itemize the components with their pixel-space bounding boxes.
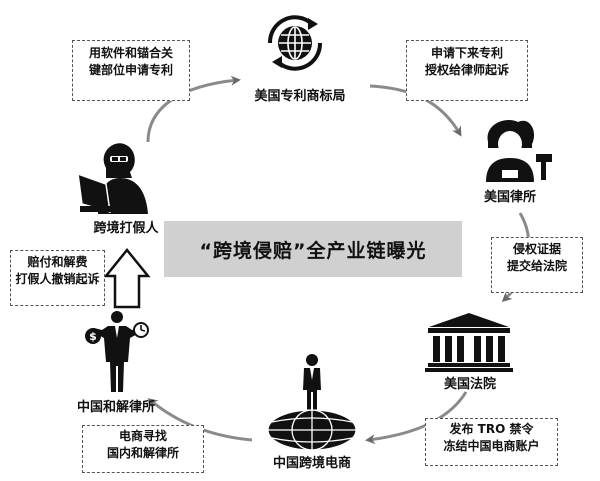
note-seek-settlement: 电商寻找 国内和解律所 <box>82 425 204 473</box>
courthouse-icon <box>425 313 513 372</box>
diagram-title: “跨境侵赔”全产业链曝光 <box>199 239 427 262</box>
note-register-patent-line2: 键部位申请专利 <box>88 63 173 77</box>
note-submit-evidence-line1: 侵权证据 <box>512 242 561 256</box>
arrow-settlement-to-attacker <box>103 248 151 309</box>
note-issue-tro-line2: 冻结中国电商账户 <box>443 439 540 453</box>
person-on-globe-icon <box>267 354 357 451</box>
note-license-to-lawyer-line2: 授权给律师起诉 <box>424 63 509 77</box>
svg-text:$: $ <box>89 330 97 343</box>
note-pay-settlement-line1: 赔付和解费 <box>27 255 88 269</box>
note-license-to-lawyer: 申请下来专利 授权给律师起诉 <box>406 40 528 101</box>
node-label-us-court: 美国法院 <box>443 377 496 392</box>
note-pay-settlement-line2: 打假人撤销起诉 <box>15 272 100 286</box>
note-submit-evidence-line2: 提交给法院 <box>506 259 567 273</box>
note-submit-evidence: 侵权证据 提交给法院 <box>491 237 583 293</box>
note-seek-settlement-line1: 电商寻找 <box>118 429 167 443</box>
note-pay-settlement: 赔付和解费 打假人撤销起诉 <box>10 250 105 306</box>
node-label-cn-settlement-firm: 中国和解律所 <box>76 400 155 415</box>
hacker-laptop-icon <box>77 143 148 214</box>
note-register-patent-line1: 用软件和锚合关 <box>88 46 173 60</box>
arrow-attacker-to-uspto <box>146 75 241 143</box>
node-label-us-law-firm: 美国律所 <box>483 190 536 205</box>
node-label-cn-ecommerce: 中国跨境电商 <box>272 456 351 471</box>
note-register-patent: 用软件和锚合关 键部位申请专利 <box>72 40 190 101</box>
node-label-anti-counterfeit: 跨境打假人 <box>93 221 159 236</box>
note-issue-tro-line1: 发布 TRO 禁令 <box>449 422 534 436</box>
note-issue-tro: 发布 TRO 禁令 冻结中国电商账户 <box>425 418 558 466</box>
diagram-title-banner: “跨境侵赔”全产业链曝光 <box>164 221 462 277</box>
node-label-uspto: 美国专利商标局 <box>254 89 346 104</box>
note-seek-settlement-line2: 国内和解律所 <box>106 446 179 460</box>
judge-gavel-icon <box>486 120 552 182</box>
globe-refresh-icon <box>267 15 323 71</box>
note-license-to-lawyer-line1: 申请下来专利 <box>430 46 503 60</box>
businessman-money-icon: $ <box>85 311 149 392</box>
